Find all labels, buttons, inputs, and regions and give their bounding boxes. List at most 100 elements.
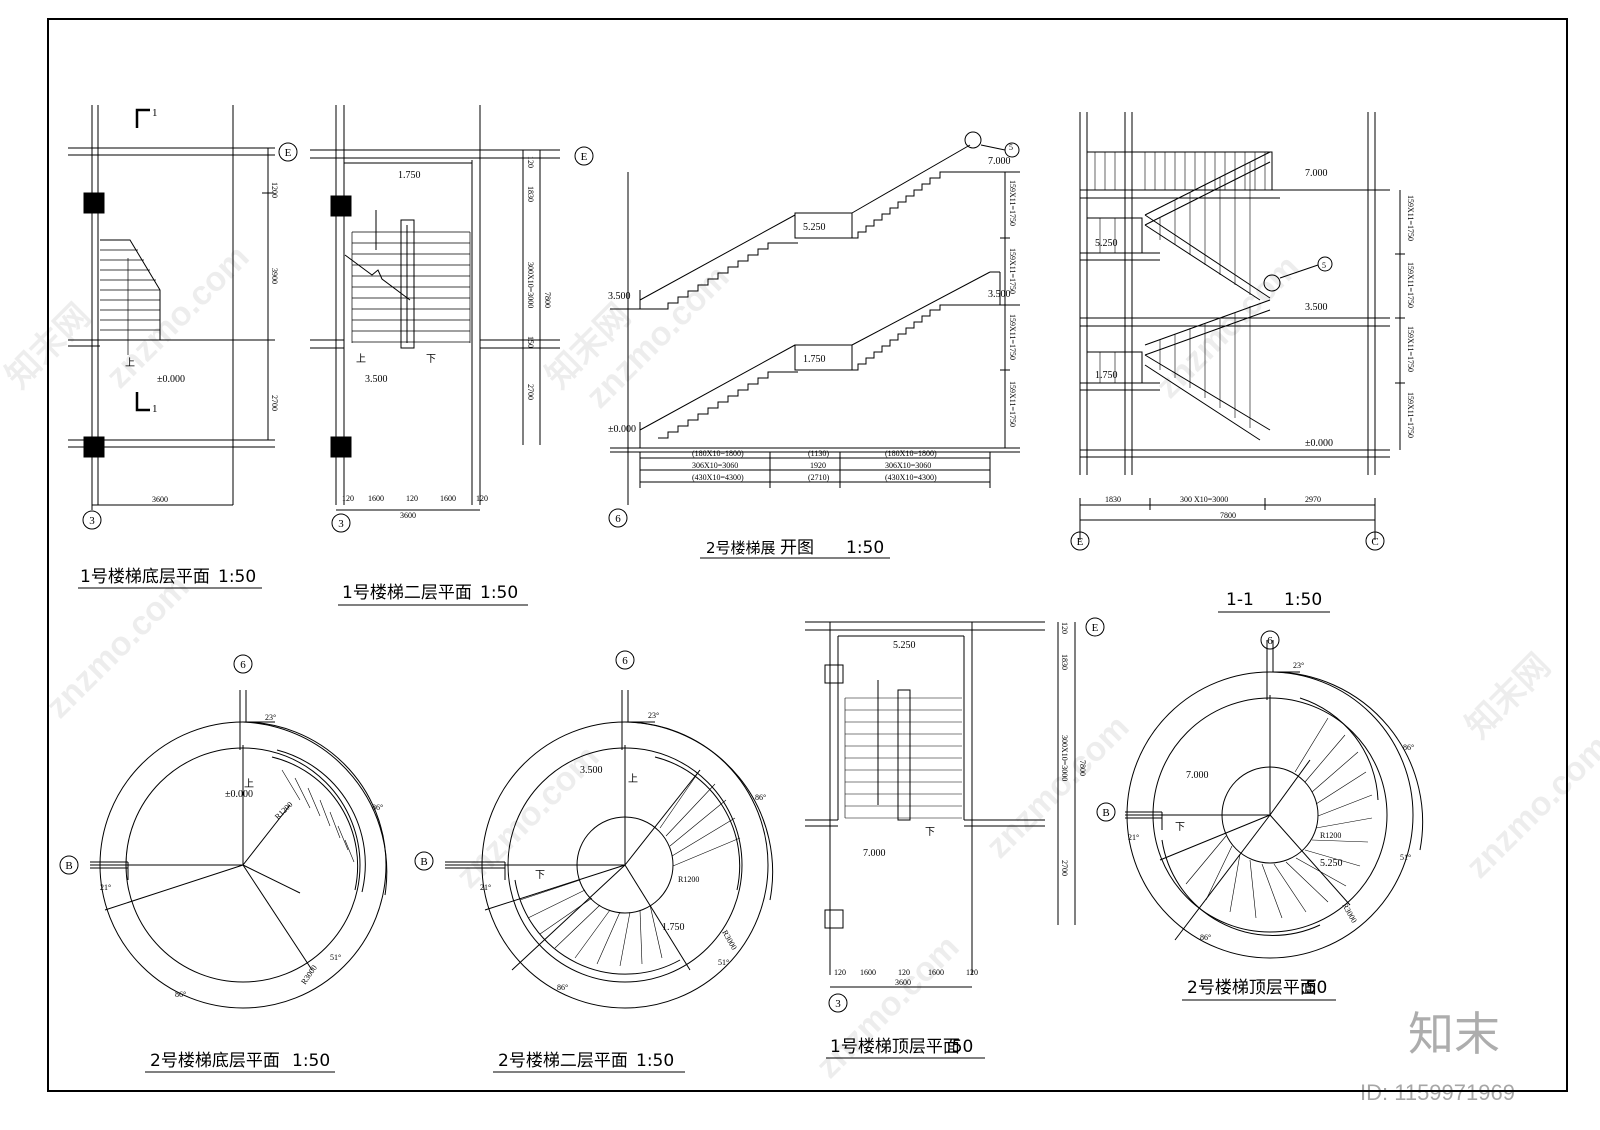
up-label: 上	[356, 353, 366, 365]
dim-label: 120	[1060, 622, 1069, 634]
section-mark-1b: 1	[152, 403, 158, 415]
title-plan-2: 1号楼梯二层平面	[342, 583, 472, 603]
title-scale-8: :50	[1300, 978, 1327, 998]
title-scale-5: 1:50	[292, 1051, 330, 1071]
dim-label: 1920	[810, 461, 826, 470]
down-label: 下	[535, 870, 545, 881]
title-section: 1-1	[1226, 590, 1254, 610]
title-plan-5: 2号楼梯底层平面	[150, 1051, 280, 1071]
dim-label: 150	[526, 336, 535, 348]
angle-label: 86°	[557, 983, 568, 992]
axis-label-3: 3	[835, 998, 841, 1010]
watermark-text: znzmo.com	[809, 928, 967, 1086]
plan-stair2-second	[445, 690, 773, 1008]
plan-stair1-second	[310, 105, 560, 510]
dim-label: (2710)	[808, 473, 830, 482]
angle-label: 86°	[1403, 743, 1414, 752]
dim-label: 3900	[270, 268, 279, 284]
title-scale-1: 1:50	[218, 567, 256, 587]
level-label: 7.000	[1305, 168, 1328, 179]
angle-label: 86°	[175, 990, 186, 999]
level-label: ±0.000	[225, 789, 253, 800]
angle-label: 86°	[1200, 933, 1211, 942]
dim-label: 2970	[1305, 495, 1321, 504]
dim-label: 1830	[1105, 495, 1121, 504]
radius-label: R1200	[273, 800, 294, 821]
angle-label: 51°	[330, 953, 341, 962]
title-scale-2: 1:50	[480, 583, 518, 603]
level-label: 3.500	[365, 374, 388, 385]
axis-bubble-b	[415, 852, 433, 870]
dim-label: 306X10=3060	[692, 461, 738, 470]
dim-label: 159X11=1750	[1406, 392, 1415, 438]
watermark-text: znzmo.com	[39, 568, 197, 726]
dim-label: 3600	[895, 978, 911, 987]
dim-label: (180X10=1800)	[885, 449, 937, 458]
axis-bubble-c	[1366, 532, 1384, 550]
elevation-stair2-unfolded	[610, 132, 1020, 505]
dim-label: 2700	[1060, 860, 1069, 876]
level-label: 5.250	[1320, 858, 1343, 869]
dim-label: 159X11=1750	[1406, 262, 1415, 308]
dim-label: 120	[342, 494, 354, 503]
axis-bubble-b	[1097, 803, 1115, 821]
brand-logo: 知末	[1408, 1007, 1500, 1061]
axis-label-3: 3	[338, 518, 344, 530]
dim-label: 1600	[860, 968, 876, 977]
angle-label: 23°	[648, 711, 659, 720]
level-label: 5.250	[1095, 238, 1118, 249]
up-label: 上	[244, 778, 254, 790]
dim-label: 120	[966, 968, 978, 977]
axis-label-e: E	[1092, 622, 1099, 634]
plan-stair2-top	[1125, 640, 1423, 958]
radius-label: R1200	[678, 875, 699, 884]
level-label: 1.750	[398, 170, 421, 181]
axis-label-b: B	[65, 860, 72, 872]
axis-bubble-6	[1261, 631, 1279, 649]
level-label: 1.750	[1095, 370, 1118, 381]
dim-label: 159X11=1750	[1406, 326, 1415, 372]
angle-label: 21°	[100, 883, 111, 892]
level-label: 3.500	[608, 291, 631, 302]
axis-label-6: 6	[240, 659, 246, 671]
axis-label-6: 6	[622, 655, 628, 667]
up-label: 上	[628, 773, 638, 785]
title-scale-4: 1:50	[1284, 590, 1322, 610]
dim-label: 300X10=3000	[1060, 735, 1069, 781]
title-scale-6: 1:50	[636, 1051, 674, 1071]
dim-label: 3600	[152, 495, 168, 504]
level-label: 3.500	[988, 289, 1011, 300]
image-id: ID: 1159971969	[1360, 1080, 1515, 1105]
title-scale-7: :50	[946, 1037, 973, 1057]
level-label: ±0.000	[157, 374, 185, 385]
section-1-1	[1080, 112, 1405, 540]
dim-label: 159X11=1750	[1008, 314, 1017, 360]
level-label: 7.000	[1186, 770, 1209, 781]
level-label: ±0.000	[608, 424, 636, 435]
dim-label: (430X10=4300)	[885, 473, 937, 482]
level-label: ±0.000	[1305, 438, 1333, 449]
watermark-text: znzmo.com	[1149, 248, 1307, 406]
dim-label: 1600	[440, 494, 456, 503]
radius-label: R1200	[1320, 831, 1341, 840]
dim-label: 120	[406, 494, 418, 503]
level-label: 7.000	[988, 156, 1011, 167]
level-label: 1.750	[662, 922, 685, 933]
axis-label-6: 6	[615, 513, 621, 525]
dim-label: 7800	[543, 292, 552, 308]
up-label: 上	[125, 357, 135, 369]
dim-label: 120	[476, 494, 488, 503]
dim-label: (430X10=4300)	[692, 473, 744, 482]
dim-label: 300X10=3000	[526, 262, 535, 308]
sheet-border	[48, 19, 1567, 1091]
dim-label: 159X11=1750	[1008, 381, 1017, 427]
axis-bubble-6	[609, 509, 627, 527]
axis-label-e: E	[1077, 536, 1084, 548]
axis-bubble-3	[829, 994, 847, 1012]
axis-bubble-3	[83, 511, 101, 529]
dim-label: (180X10=1800)	[692, 449, 744, 458]
axis-bubble-e	[1086, 618, 1104, 636]
dim-label: 3600	[400, 511, 416, 520]
level-label: 3.500	[1305, 302, 1328, 313]
